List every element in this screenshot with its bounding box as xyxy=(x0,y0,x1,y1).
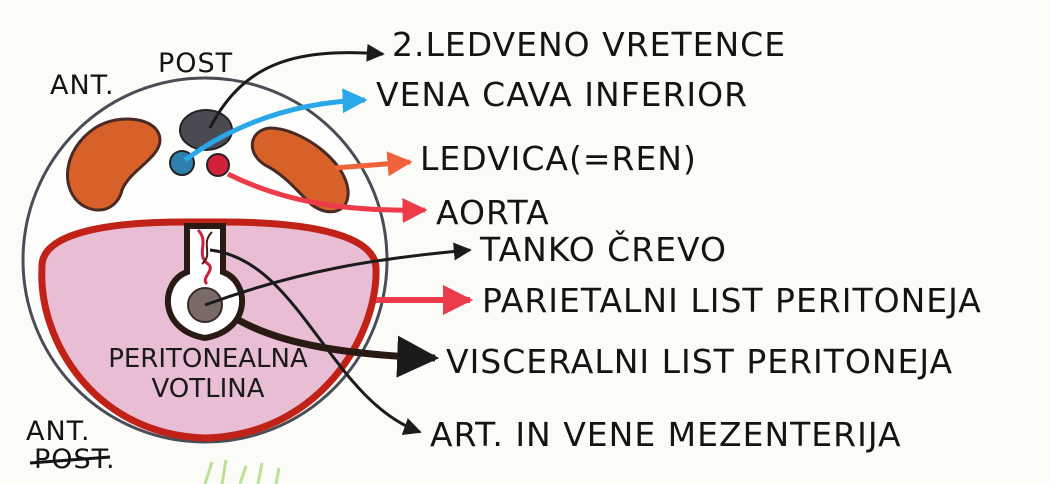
grass-decoration xyxy=(203,459,281,484)
label-mesentery-vessels: ART. IN VENE MEZENTERIJA xyxy=(430,415,902,454)
strike-post xyxy=(29,455,111,465)
label-bottom-post: POST. xyxy=(34,444,116,475)
arrow-kidney xyxy=(334,151,413,177)
kidney-left xyxy=(66,117,162,212)
label-visceral: VISCERALNI LIST PERITONEJA xyxy=(446,342,954,381)
arrow-small-intestine xyxy=(204,242,472,307)
arrow-mesentery xyxy=(209,248,422,436)
kidney-right xyxy=(250,126,350,214)
arrow-aorta xyxy=(226,171,428,224)
cavity-label-line1: PERITONEALNA xyxy=(108,344,308,374)
label-bottom-ant: ANT. xyxy=(26,416,91,447)
mesenteric-vessels xyxy=(196,228,212,286)
label-parietal: PARIETALNI LIST PERITONEJA xyxy=(482,281,982,320)
arrow-visceral xyxy=(233,314,440,378)
label-top-ant: ANT. xyxy=(50,70,115,101)
label-small-intestine: TANKO ČREVO xyxy=(480,230,727,269)
label-top-post: POST xyxy=(158,48,234,79)
cavity-label-line2: VOTLINA xyxy=(151,373,265,404)
cavity-label: PERITONEALNA VOTLINA xyxy=(88,344,328,405)
arrow-vertebra xyxy=(208,43,385,129)
label-aorta: AORTA xyxy=(436,193,550,232)
arrow-vena-cava xyxy=(183,88,368,163)
label-vertebra: 2.LEDVENO VRETENCE xyxy=(392,25,787,64)
aorta xyxy=(206,153,230,177)
label-kidney: LEDVICA(=REN) xyxy=(420,139,697,178)
mesenteric-vessels-2 xyxy=(201,231,213,265)
label-vena-cava: VENA CAVA INFERIOR xyxy=(376,75,749,114)
